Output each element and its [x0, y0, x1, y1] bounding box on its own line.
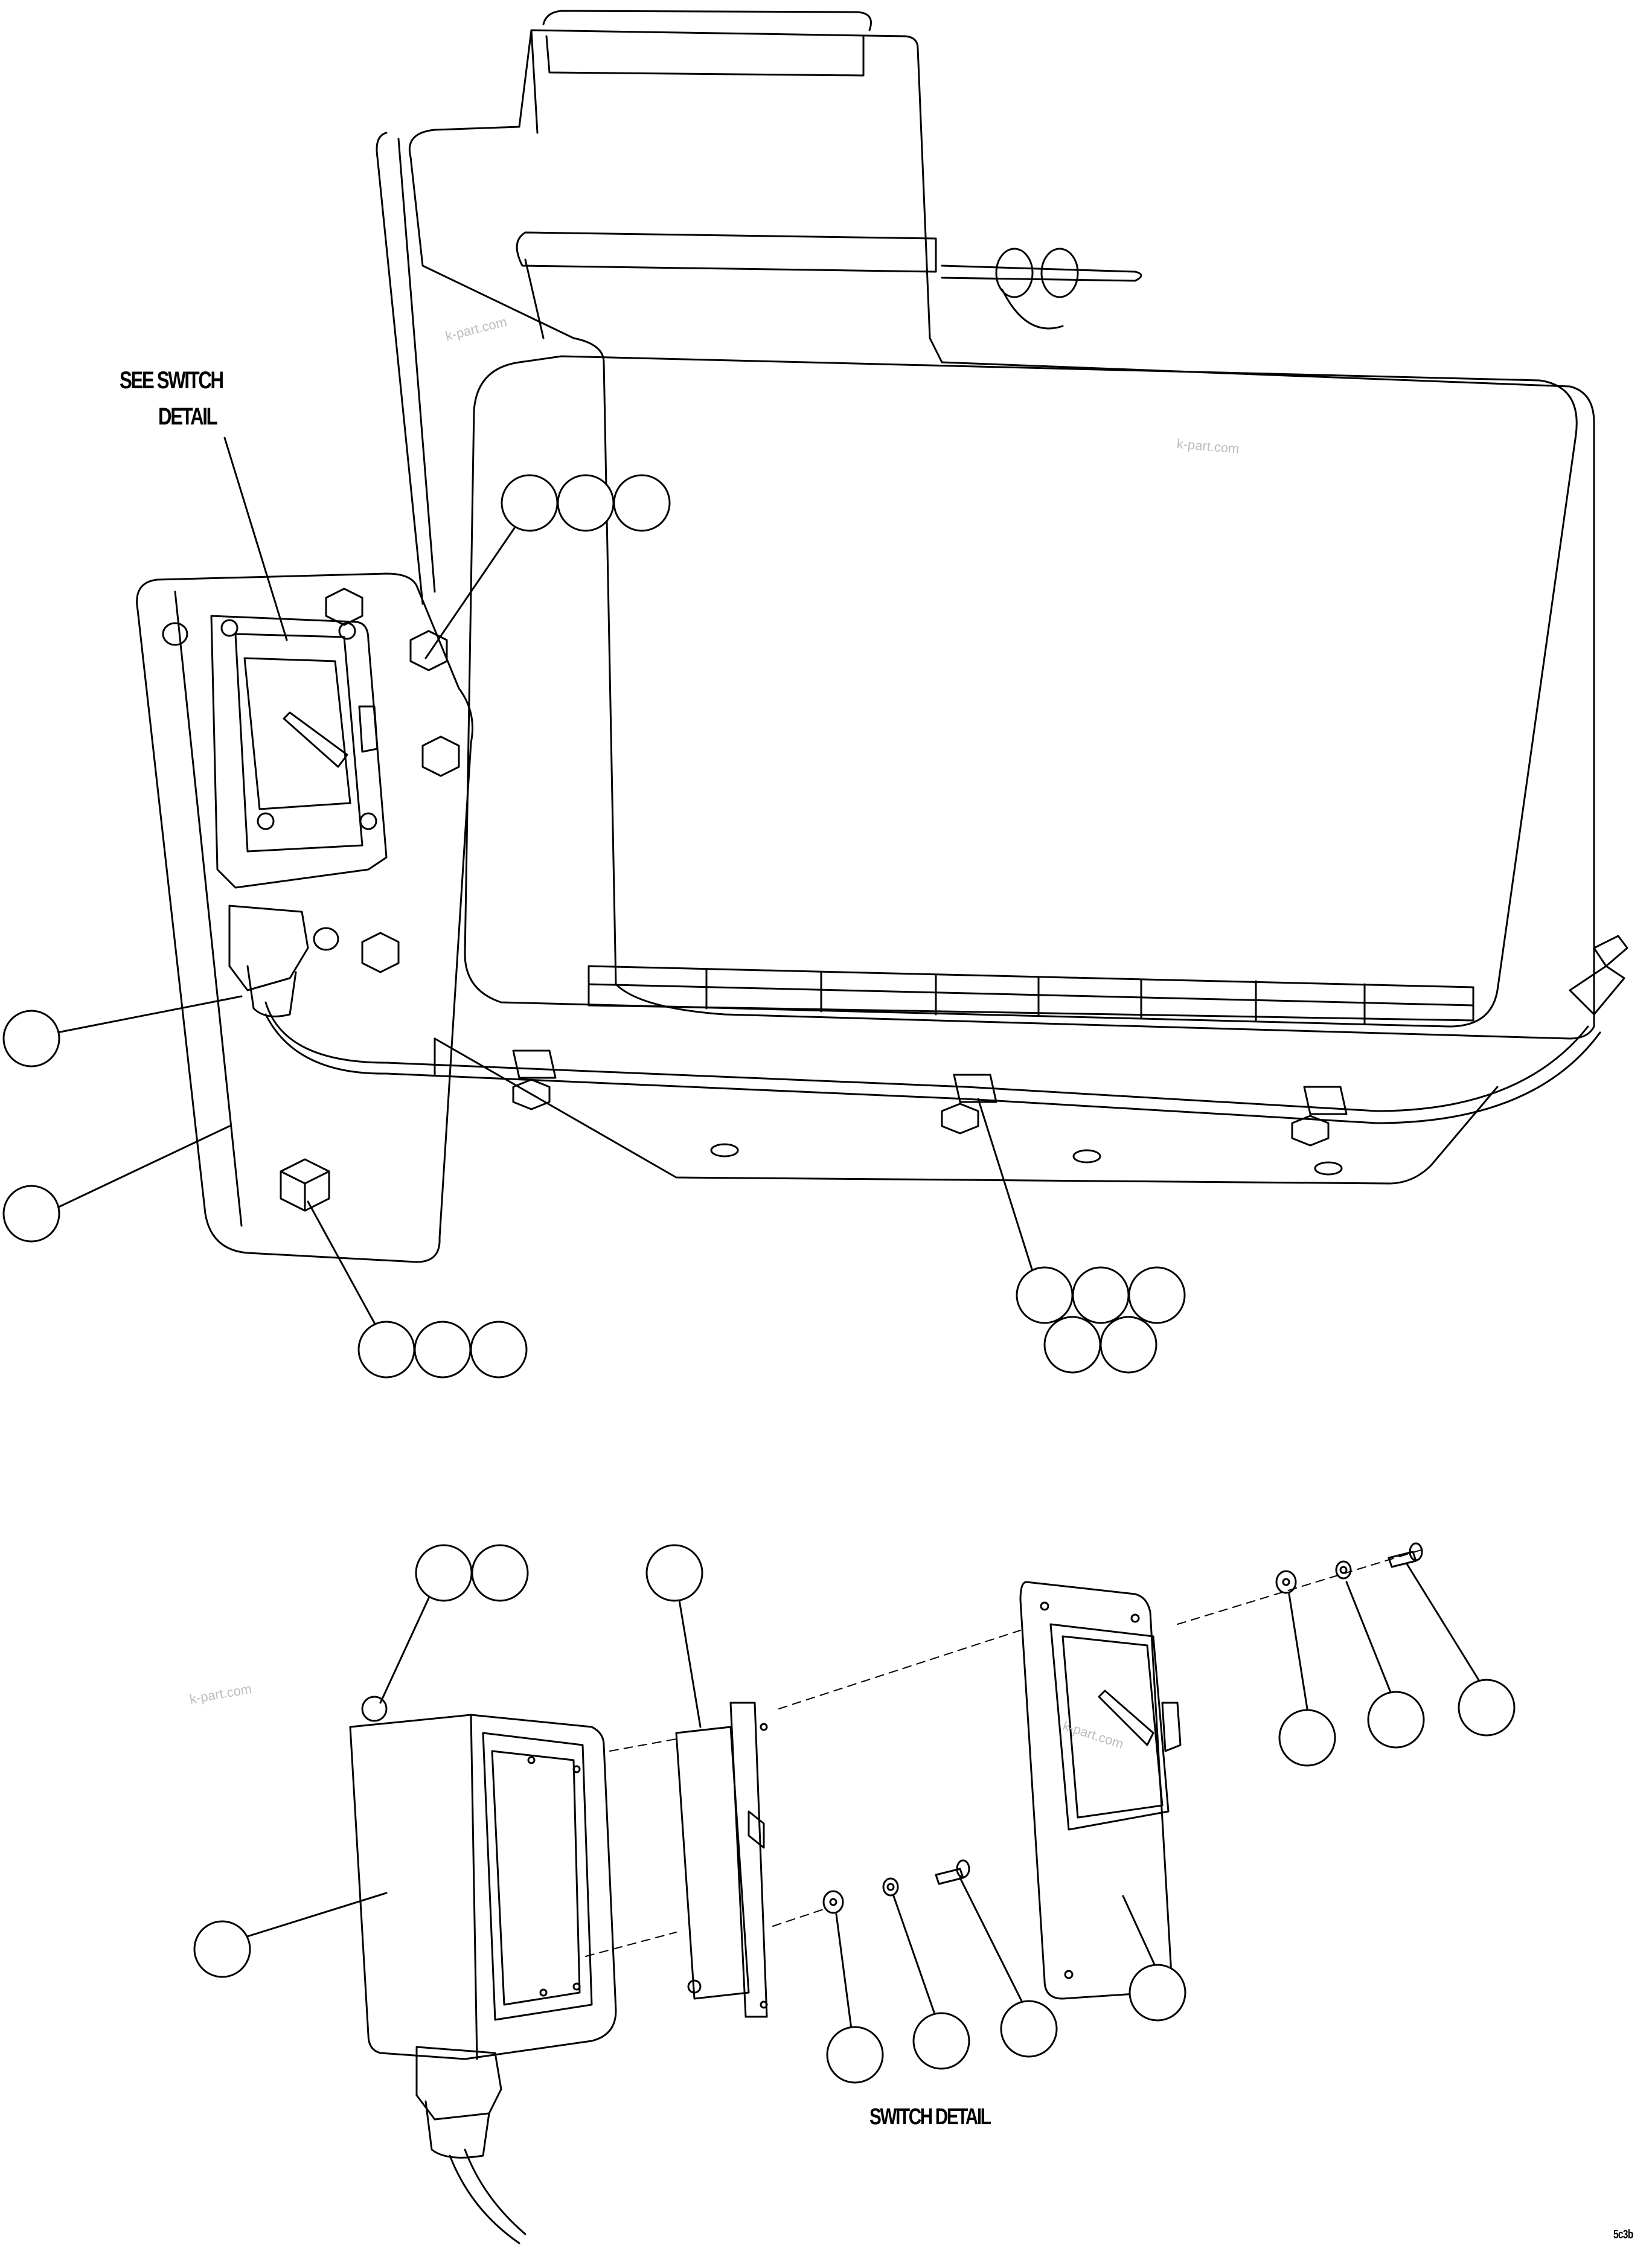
switch-detail-title: SWITCH DETAIL — [869, 2104, 991, 2130]
assembly-dashed-lines — [585, 1548, 1426, 1957]
callout-circle — [912, 2012, 970, 2070]
hinge — [587, 965, 1474, 1022]
callout-circle — [1367, 1691, 1425, 1749]
switch-detail-assembly — [349, 1542, 1423, 2244]
callout-circle — [1000, 2000, 1058, 2058]
front-panel — [464, 355, 1578, 1028]
upper-assembly — [136, 10, 1628, 1263]
callout-circle — [557, 474, 615, 532]
callout-circle — [1129, 1964, 1186, 2022]
rear-tank-body — [408, 29, 1595, 1040]
callout-circles — [2, 474, 1516, 2084]
callout-circle — [501, 474, 559, 532]
callout-circle — [1458, 1679, 1516, 1737]
detail-switch-box — [349, 1714, 617, 2060]
callout-circle — [1072, 1266, 1130, 1324]
leader-lines-upper — [56, 437, 1034, 1330]
callout-circle — [1016, 1266, 1074, 1324]
callout-circle — [1278, 1709, 1336, 1767]
see-switch-detail-label-line2: DETAIL — [158, 403, 218, 430]
cord-grip — [228, 905, 309, 991]
callout-circle — [414, 1321, 472, 1379]
callout-circle — [193, 1920, 251, 1978]
see-switch-detail-label-line1: SEE SWITCH — [120, 367, 224, 394]
callout-circle — [471, 1544, 529, 1602]
drawing-id: 5c3b — [1613, 2228, 1633, 2241]
leader-lines-lower — [240, 1563, 1487, 2036]
switch-box — [210, 615, 388, 889]
callout-circle — [826, 2026, 884, 2084]
switch-mechanism — [675, 1726, 750, 2000]
plate-bolt — [280, 1158, 330, 1212]
callout-circle — [415, 1544, 473, 1602]
cable — [264, 1001, 1589, 1112]
callout-circle — [2, 1010, 60, 1068]
callout-circle — [613, 474, 671, 532]
callout-circle — [2, 1185, 60, 1243]
callout-circle — [1128, 1266, 1186, 1324]
callout-circle — [357, 1321, 415, 1379]
mounting-plate — [136, 572, 473, 1263]
detail-box-screw — [361, 1696, 388, 1722]
callout-circle — [1100, 1316, 1157, 1374]
callout-circle — [1043, 1316, 1101, 1374]
detail-cover-plate — [1019, 1581, 1173, 2000]
callout-circle — [470, 1321, 528, 1379]
callout-circle — [645, 1544, 703, 1602]
